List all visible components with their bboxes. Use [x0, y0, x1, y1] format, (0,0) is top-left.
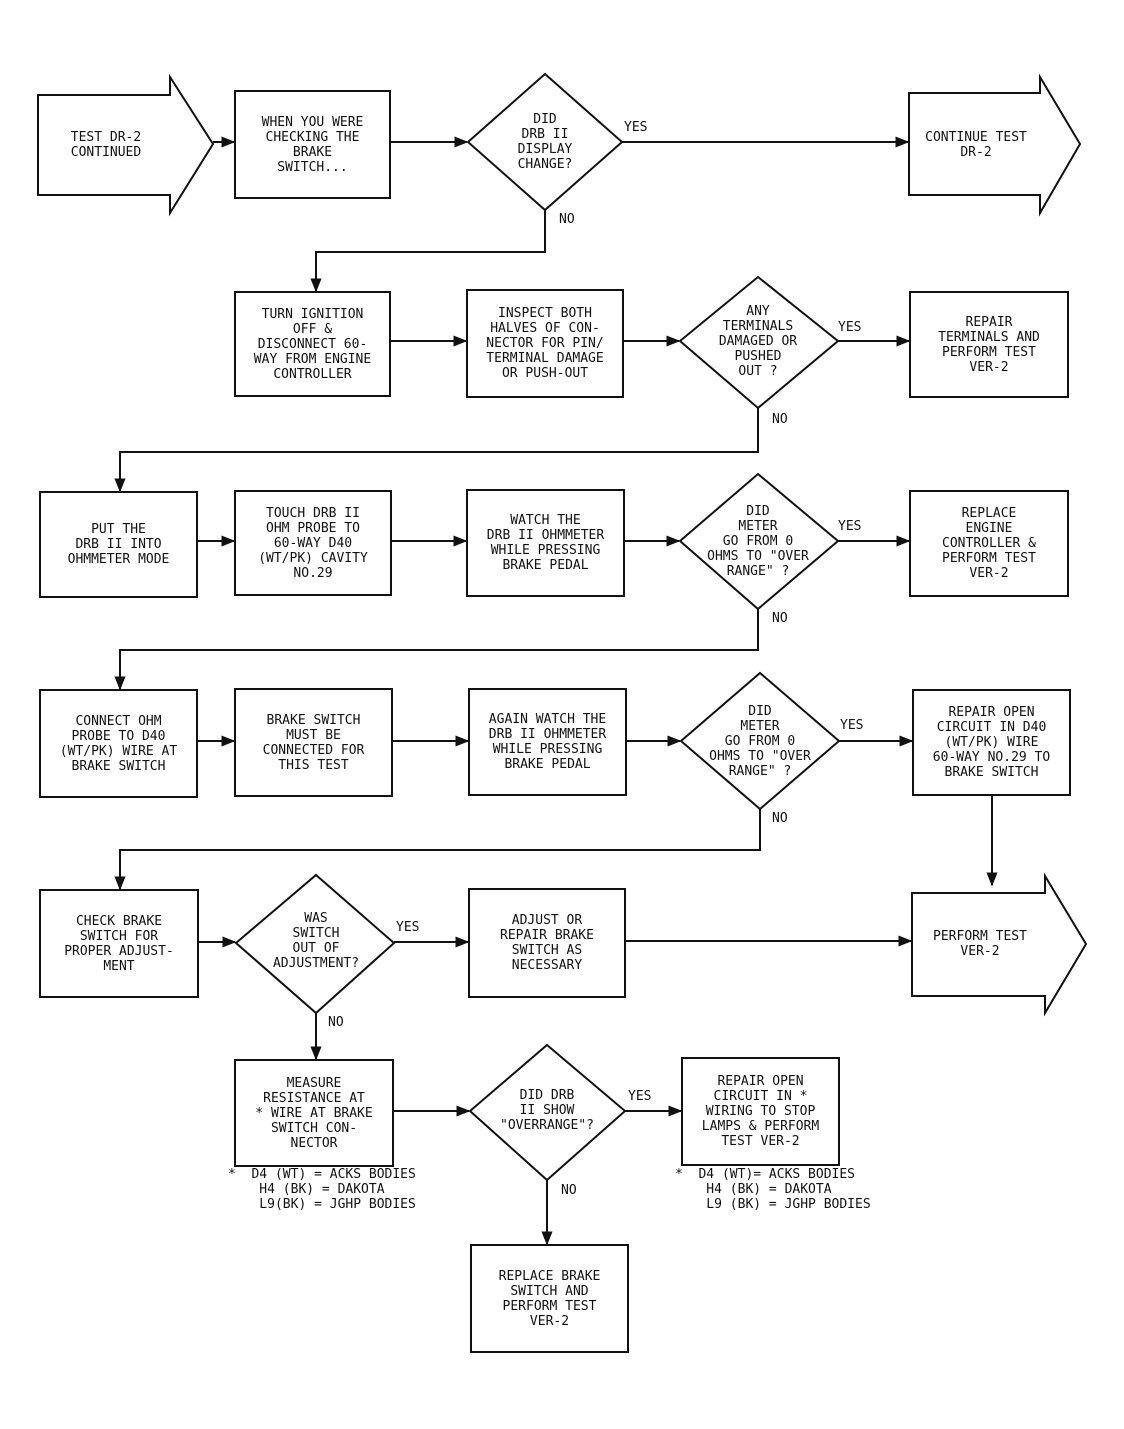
node-watch-ohmmeter: WATCH THE DRB II OHMMETER WHILE PRESSING…	[486, 513, 605, 573]
node-test-dr2-continued: TEST DR-2 CONTINUED	[70, 130, 142, 160]
node-again-watch-ohmmeter: AGAIN WATCH THE DRB II OHMMETER WHILE PR…	[488, 712, 607, 772]
edge-label-yes: YES	[838, 519, 862, 534]
shape-n4	[908, 73, 1082, 217]
edge-label-no: NO	[328, 1015, 344, 1030]
shape-start	[37, 73, 215, 217]
node-touch-ohm-probe: TOUCH DRB II OHM PROBE TO 60-WAY D40 (WT…	[258, 505, 368, 581]
edge-label-no: NO	[772, 811, 788, 826]
node-inspect-connector: INSPECT BOTH HALVES OF CON- NECTOR FOR P…	[486, 306, 604, 381]
node-put-drb-ohmmeter-mode: PUT THE DRB II INTO OHMMETER MODE	[67, 522, 170, 567]
edge-label-no: NO	[559, 212, 575, 227]
edge-label-yes: YES	[628, 1089, 652, 1104]
node-repair-terminals: REPAIR TERMINALS AND PERFORM TEST VER-2	[938, 314, 1040, 375]
edge-label-yes: YES	[396, 920, 420, 935]
decision-drb-display-change: DID DRB II DISPLAY CHANGE?	[517, 112, 573, 172]
node-adjust-repair-brake-switch: ADJUST OR REPAIR BRAKE SWITCH AS NECESSA…	[500, 913, 594, 973]
node-when-checking-brake-switch: WHEN YOU WERE CHECKING THE BRAKE SWITCH.…	[261, 114, 364, 175]
decision-drb-show-overrange: DID DRB II SHOW "OVERRANGE"?	[500, 1087, 594, 1133]
node-brake-switch-connected: BRAKE SWITCH MUST BE CONNECTED FOR THIS …	[262, 712, 365, 773]
node-check-brake-switch-adjustment: CHECK BRAKE SWITCH FOR PROPER ADJUST- ME…	[64, 913, 174, 974]
node-connect-ohm-probe: CONNECT OHM PROBE TO D40 (WT/PK) WIRE AT…	[59, 713, 178, 774]
edge-label-yes: YES	[624, 120, 648, 135]
decision-switch-out-of-adjustment: WAS SWITCH OUT OF ADJUSTMENT?	[272, 911, 360, 971]
decision-terminals-damaged: ANY TERMINALS DAMAGED OR PUSHED OUT ?	[718, 303, 798, 379]
node-repair-open-circuit-d40: REPAIR OPEN CIRCUIT IN D40 (WT/PK) WIRE …	[932, 705, 1051, 780]
node-measure-resistance: MEASURE RESISTANCE AT * WIRE AT BRAKE SW…	[255, 1075, 373, 1151]
node-repair-open-circuit-stop-lamps: REPAIR OPEN CIRCUIT IN * WIRING TO STOP …	[701, 1074, 820, 1149]
node-replace-brake-switch: REPLACE BRAKE SWITCH AND PERFORM TEST VE…	[498, 1268, 601, 1329]
node-continue-test-dr2: CONTINUE TEST DR-2	[925, 130, 1027, 160]
decision-meter-over-range-1: DID METER GO FROM 0 OHMS TO "OVER RANGE"…	[707, 503, 809, 579]
node-perform-test-ver2: PERFORM TEST VER-2	[933, 929, 1027, 959]
shape-n22	[911, 872, 1088, 1017]
edge-label-no: NO	[561, 1183, 577, 1198]
edge-label-yes: YES	[838, 320, 862, 335]
wire-footnote-right: * D4 (WT)= ACKS BODIES H4 (BK) = DAKOTA …	[675, 1167, 871, 1212]
edge-label-yes: YES	[840, 718, 864, 733]
wire-footnote-left: * D4 (WT) = ACKS BODIES H4 (BK) = DAKOTA…	[228, 1167, 416, 1212]
node-replace-engine-controller: REPLACE ENGINE CONTROLLER & PERFORM TEST…	[942, 506, 1036, 581]
decision-meter-over-range-2: DID METER GO FROM 0 OHMS TO "OVER RANGE"…	[709, 703, 811, 779]
edge-label-no: NO	[772, 412, 788, 427]
node-turn-ignition-off: TURN IGNITION OFF & DISCONNECT 60- WAY F…	[253, 306, 372, 382]
edge-label-no: NO	[772, 611, 788, 626]
